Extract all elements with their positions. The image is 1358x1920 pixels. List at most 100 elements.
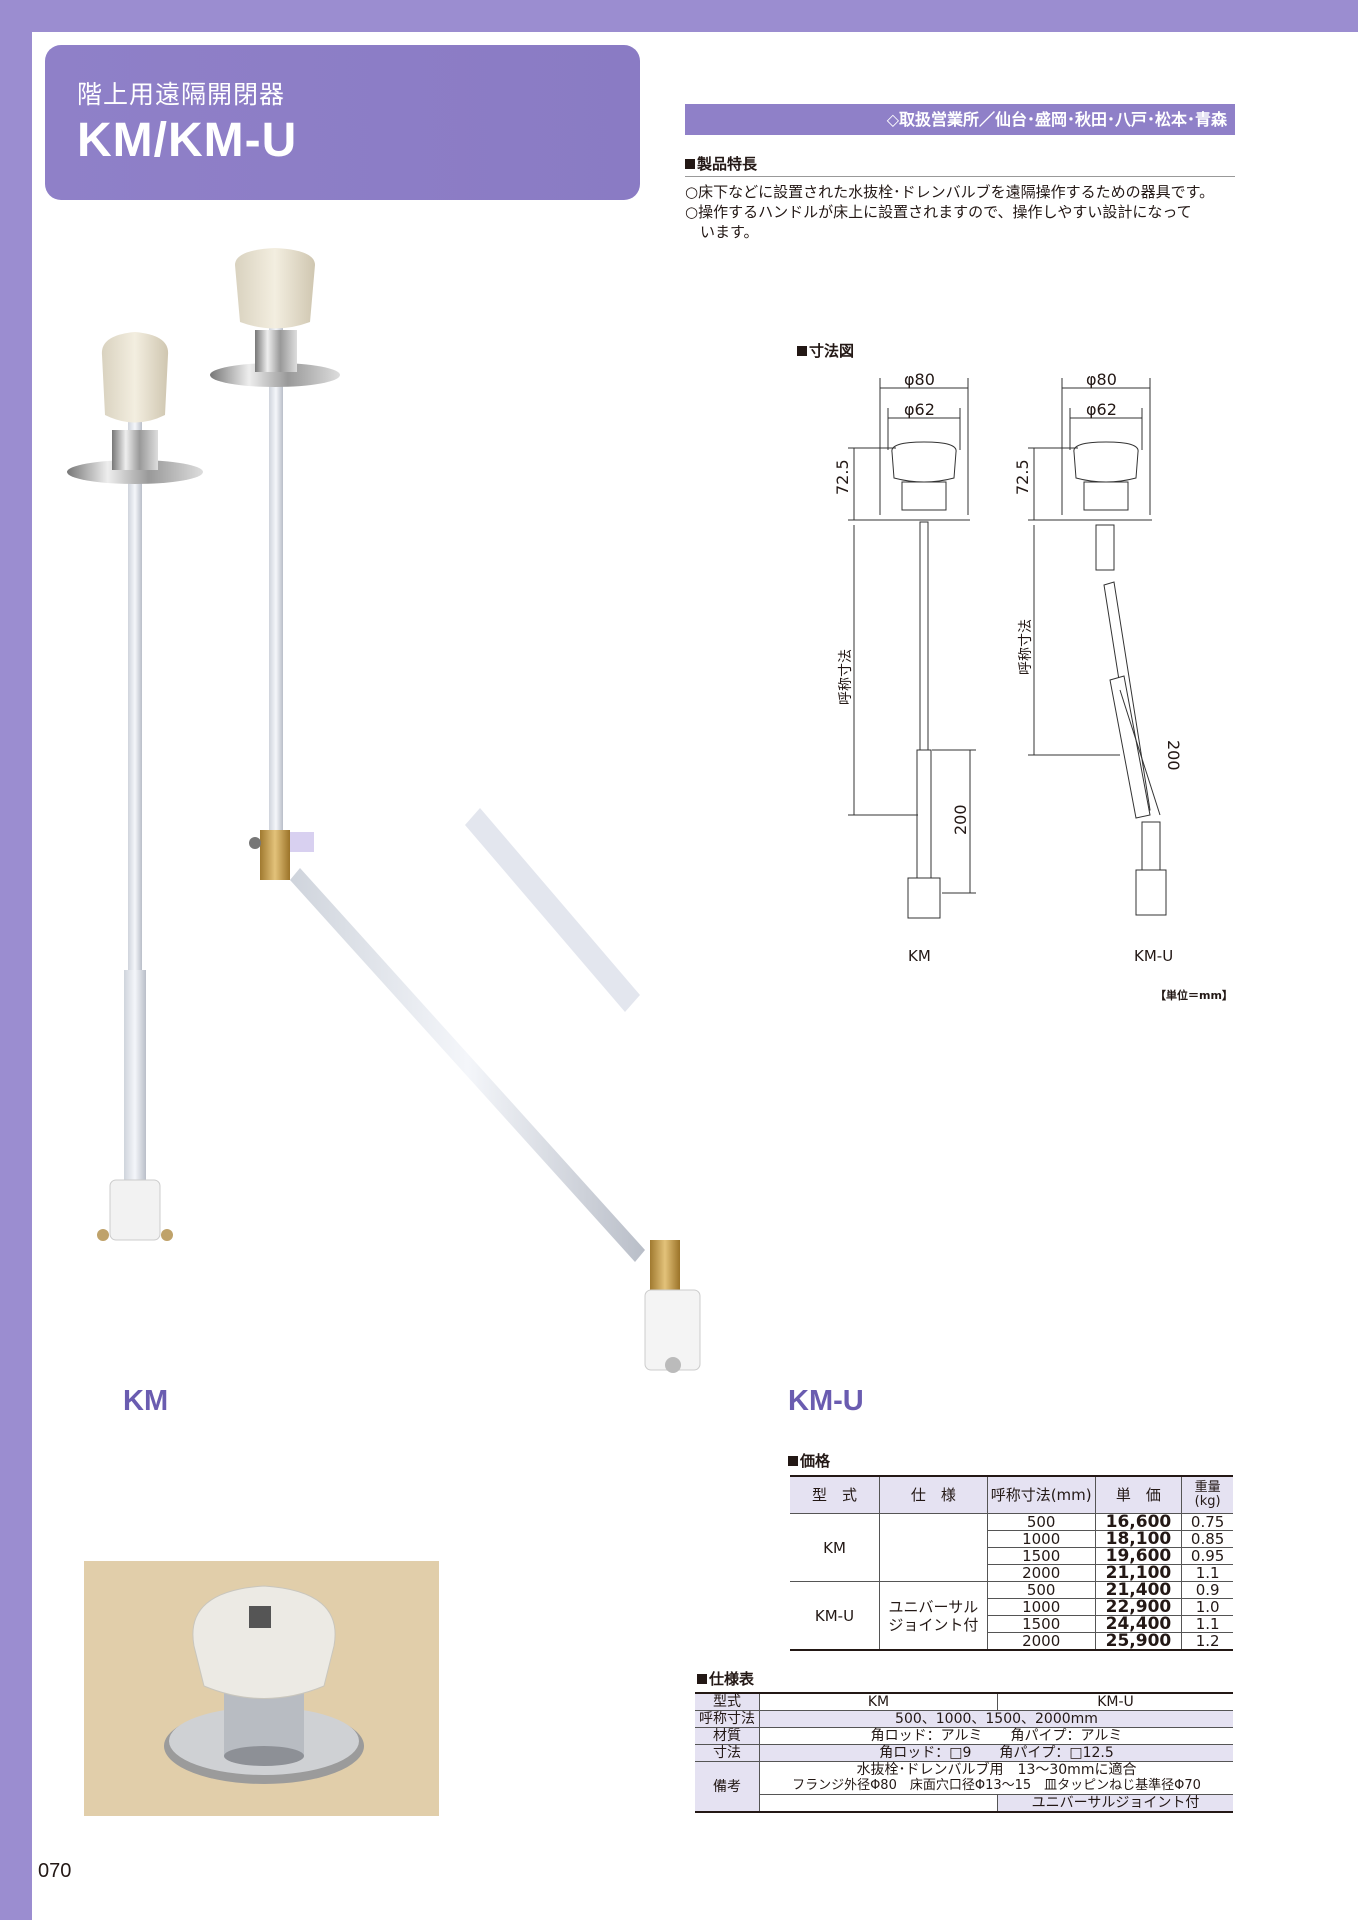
weight-cell: 1.0 <box>1181 1598 1233 1616</box>
weight-cell: 0.75 <box>1181 1513 1233 1531</box>
table-row: フランジ外径Φ80 床面穴口径Φ13～15 皿タッピンねじ基準径Φ70 <box>695 1778 1233 1795</box>
weight-cell: 0.9 <box>1181 1581 1233 1599</box>
square-bullet-icon <box>697 1674 707 1684</box>
dim-nominal: 呼称寸法 <box>838 649 854 705</box>
dim-200: 200 <box>1164 740 1183 771</box>
weight-cell: 1.2 <box>1181 1632 1233 1651</box>
dim-nominal: 呼称寸法 <box>1018 619 1034 675</box>
size-cell: 1000 <box>987 1530 1096 1548</box>
price-cell: 21,100 <box>1094 1564 1183 1582</box>
size-cell: 1000 <box>987 1598 1096 1616</box>
col-header: 単 価 <box>1094 1475 1183 1514</box>
cell: 角ロッド：□9 角パイプ：□12.5 <box>759 1744 1233 1762</box>
cell: フランジ外径Φ80 床面穴口径Φ13～15 皿タッピンねじ基準径Φ70 <box>759 1778 1233 1795</box>
table-row: KM-U ユニバーサル ジョイント付 500 21,400 0.9 <box>790 1581 1233 1651</box>
dimensions-heading: 寸法図 <box>797 340 854 361</box>
row-label: 型式 <box>695 1692 760 1711</box>
divider <box>685 176 1235 177</box>
price-heading: 価格 <box>788 1450 830 1471</box>
square-bullet-icon <box>797 346 807 356</box>
cell <box>759 1794 998 1813</box>
size-cell: 2000 <box>987 1564 1096 1582</box>
table-row: 材質 角ロッド：アルミ 角パイプ：アルミ <box>695 1727 1233 1745</box>
row-label: 寸法 <box>695 1744 760 1762</box>
weight-cell: 1.1 <box>1181 1615 1233 1633</box>
model-cell: KM-U <box>790 1581 880 1651</box>
km-photo-label: KM <box>123 1385 169 1417</box>
row-label: 呼称寸法 <box>695 1710 760 1728</box>
price-cell: 22,900 <box>1094 1598 1183 1616</box>
dim-phi80: φ80 <box>1086 370 1117 389</box>
table-row: 呼称寸法 500、1000、1500、2000mm <box>695 1710 1233 1728</box>
spec-cell: ユニバーサル ジョイント付 <box>879 1581 988 1651</box>
cell: 500、1000、1500、2000mm <box>759 1710 1233 1728</box>
price-cell: 25,900 <box>1094 1632 1183 1651</box>
table-row: 1000 22,900 1.0 <box>790 1598 1233 1616</box>
weight-cell: 1.1 <box>1181 1564 1233 1582</box>
cell: 角ロッド：アルミ 角パイプ：アルミ <box>759 1727 1233 1745</box>
product-photo <box>67 248 701 1373</box>
page-number: 070 <box>38 1860 72 1882</box>
spec-heading: 仕様表 <box>697 1668 754 1689</box>
dim-phi80: φ80 <box>904 370 935 389</box>
table-row: 備考 水抜栓･ドレンバルブ用 13～30mmに適合 <box>695 1761 1233 1813</box>
price-table: 型 式 仕 様 呼称寸法(mm) 単 価 重量(kg) KM 500 16,60… <box>790 1475 1233 1651</box>
feature-line: ○操作するハンドルが床上に設置されますので、操作しやすい設計になって <box>685 203 1192 221</box>
table-row: 1000 18,100 0.85 <box>790 1530 1233 1548</box>
table-row: KM 500 16,600 0.75 <box>790 1513 1233 1582</box>
price-cell: 24,400 <box>1094 1615 1183 1633</box>
weight-cell: 0.85 <box>1181 1530 1233 1548</box>
kmu-drawing-caption: KM-U <box>1134 947 1173 965</box>
weight-cell: 0.95 <box>1181 1547 1233 1565</box>
dim-phi62: φ62 <box>904 400 935 419</box>
col-header: 型 式 <box>790 1475 880 1514</box>
spec-cell <box>879 1513 988 1582</box>
left-color-band <box>0 0 32 1920</box>
cell: KM <box>759 1692 998 1711</box>
size-cell: 1500 <box>987 1547 1096 1565</box>
table-row: 2000 21,100 1.1 <box>790 1564 1233 1582</box>
size-cell: 2000 <box>987 1632 1096 1651</box>
spec-table: 型式 KM KM-U 呼称寸法 500、1000、1500、2000mm 材質 … <box>695 1692 1233 1813</box>
kmu-photo <box>210 248 701 1373</box>
cell: KM-U <box>997 1692 1233 1711</box>
row-label: 材質 <box>695 1727 760 1745</box>
installed-photo <box>84 1561 439 1816</box>
row-label: 備考 <box>695 1761 760 1813</box>
feature-line: ○床下などに設置された水抜栓･ドレンバルブを遠隔操作するための器具です。 <box>685 183 1215 201</box>
feature-line: います。 <box>685 223 759 241</box>
size-cell: 1500 <box>987 1615 1096 1633</box>
table-row: 型式 KM KM-U <box>695 1692 1233 1711</box>
table-row: 1500 19,600 0.95 <box>790 1547 1233 1565</box>
price-cell: 16,600 <box>1094 1513 1183 1531</box>
price-cell: 21,400 <box>1094 1581 1183 1599</box>
price-cell: 19,600 <box>1094 1547 1183 1565</box>
dim-height: 72.5 <box>1013 459 1032 495</box>
dim-height: 72.5 <box>833 459 852 495</box>
table-row: ユニバーサルジョイント付 <box>695 1794 1233 1813</box>
kmu-photo-label: KM-U <box>788 1385 864 1417</box>
dimension-drawing: φ80 φ62 φ80 φ62 72.5 72.5 呼称寸法 呼称寸法 200 … <box>833 370 1183 965</box>
dim-phi62: φ62 <box>1086 400 1117 419</box>
table-row: 寸法 角ロッド：□9 角パイプ：□12.5 <box>695 1744 1233 1762</box>
unit-note: 【単位＝mm】 <box>1155 989 1233 1002</box>
product-category: 階上用遠隔開閉器 <box>77 80 286 109</box>
cell: ユニバーサルジョイント付 <box>997 1794 1233 1813</box>
size-cell: 500 <box>986 1581 1096 1599</box>
size-cell: 500 <box>986 1513 1096 1531</box>
sales-offices-bar: ◇取扱営業所／仙台･盛岡･秋田･八戸･松本･青森 <box>685 104 1235 135</box>
features-heading: 製品特長 <box>685 153 757 174</box>
col-header: 仕 様 <box>879 1475 988 1514</box>
model-cell: KM <box>790 1513 880 1582</box>
table-row: 1500 24,400 1.1 <box>790 1615 1233 1633</box>
dim-200: 200 <box>951 804 970 835</box>
square-bullet-icon <box>685 159 695 169</box>
col-header: 重量(kg) <box>1181 1475 1233 1514</box>
page-title: KM/KM-U <box>77 114 298 167</box>
price-cell: 18,100 <box>1094 1530 1183 1548</box>
col-header: 呼称寸法(mm) <box>986 1475 1096 1514</box>
km-photo <box>67 332 203 1241</box>
table-row: 2000 25,900 1.2 <box>790 1632 1233 1651</box>
square-bullet-icon <box>788 1456 798 1466</box>
cell: 水抜栓･ドレンバルブ用 13～30mmに適合 <box>759 1761 1233 1778</box>
